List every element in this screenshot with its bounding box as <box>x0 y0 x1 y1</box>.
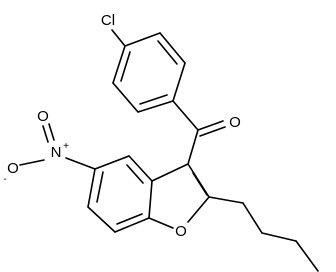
furan-bond <box>148 180 153 219</box>
benzo-bond <box>87 206 116 233</box>
chlorine-atom-label: Cl <box>101 12 115 29</box>
benzo-bond <box>94 155 130 170</box>
carbonyl-oxygen-label: O <box>229 114 241 131</box>
benzo-ring <box>87 155 153 233</box>
butyl-bond <box>208 196 244 204</box>
ring-bond <box>137 100 174 113</box>
carbonyl-furan-bond <box>187 129 199 165</box>
furan-ring <box>148 163 210 229</box>
benzo-double-bond <box>96 171 104 203</box>
n-o-double-bond <box>48 123 55 141</box>
nitro-oxygen-top-label: O <box>37 108 49 125</box>
nitro-nitrogen-charge: + <box>63 141 69 152</box>
ring-bond <box>112 45 126 84</box>
ring-double-bond <box>139 94 168 105</box>
carbonyl-double-bond <box>197 120 224 131</box>
ring-bond <box>124 32 161 47</box>
furan-bond <box>151 163 189 182</box>
butyl-bond <box>295 240 319 272</box>
ring-bond <box>172 62 186 102</box>
furan-bond <box>148 217 174 229</box>
ring-bond <box>159 32 186 64</box>
chlorophenyl-ring <box>112 32 186 113</box>
benzo-bond <box>87 168 96 208</box>
furan-double-bond <box>192 172 208 196</box>
butyl-bond <box>242 202 263 234</box>
furan-oxygen-label: O <box>175 223 187 240</box>
aryl-carbonyl-bond <box>172 100 199 131</box>
ring-double-bond <box>157 40 178 65</box>
ring-double-bond <box>120 51 131 82</box>
carbonyl-double-bond <box>199 126 226 137</box>
c-n-bond <box>65 157 96 170</box>
n-o-single-bond <box>19 159 45 166</box>
ring-bond <box>112 82 139 113</box>
benzo-double-bond <box>116 213 143 225</box>
nitro-oxygen-left-label: O <box>7 160 19 177</box>
benzo-bond <box>114 217 150 233</box>
c-cl-bond <box>111 29 126 47</box>
butyl-bond <box>261 232 297 242</box>
nitro-nitrogen-label: N <box>51 144 62 161</box>
n-o-double-bond <box>42 125 49 143</box>
nitro-oxygen-charge: - <box>3 174 6 185</box>
benzo-bond <box>128 155 153 182</box>
benzo-double-bond <box>126 164 144 184</box>
furan-bond <box>187 196 210 223</box>
